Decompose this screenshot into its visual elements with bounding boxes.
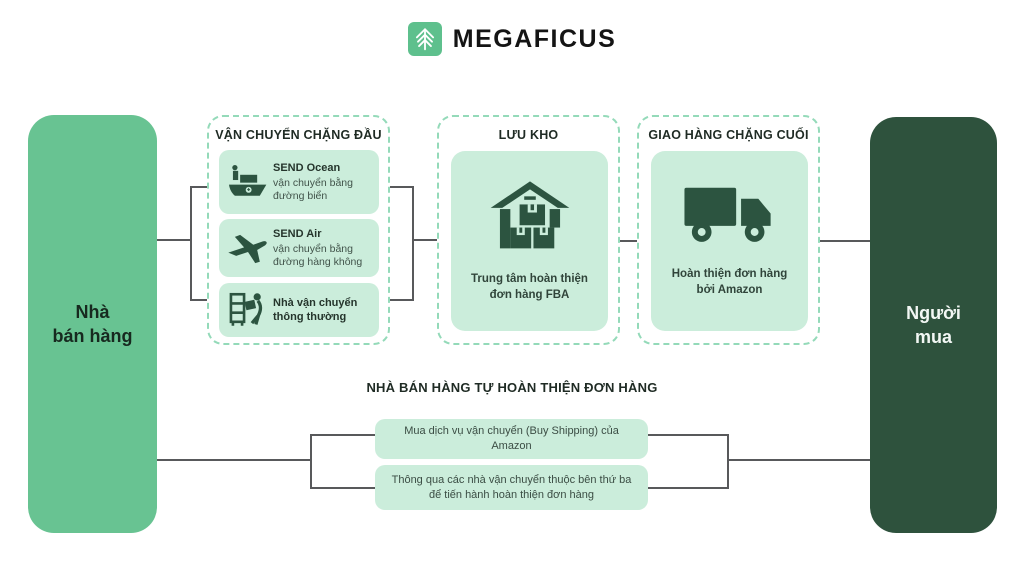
connector-firstleg-branch-bottom [192,299,207,301]
stage-warehouse-title: LƯU KHO [498,128,559,142]
connector-firstleg-merge-vertical [412,186,414,301]
mover-icon [223,290,273,330]
last-mile-card: Hoàn thiện đơn hàng bởi Amazon [651,151,808,331]
connector-firstleg-to-warehouse [414,239,437,241]
connector-selffulfill-left-top [312,434,375,436]
buyer-label-line2: mua [914,327,952,347]
seller-node: Nhà bán hàng [28,115,157,533]
buyer-node: Người mua [870,117,997,533]
first-leg-item-send-ocean: SEND Ocean vận chuyển bằng đường biển [219,150,379,214]
fir-tree-icon [407,22,442,56]
connector-seller-to-firstleg [157,239,191,241]
seller-label-line1: Nhà [75,301,110,322]
connector-firstleg-out-bottom [390,299,412,301]
last-mile-caption: Hoàn thiện đơn hàng bởi Amazon [671,267,788,296]
leg-item-title: SEND Ocean [273,162,341,175]
connector-firstleg-branch-vertical [190,186,192,301]
connector-firstleg-out-top [390,186,412,188]
leg-item-title: SEND Air [273,228,322,241]
airplane-icon [223,230,273,266]
connector-selffulfill-right-vertical [727,434,729,489]
self-fulfillment-title: NHÀ BÁN HÀNG TỰ HOÀN THIỆN ĐƠN HÀNG [366,380,658,395]
stage-warehouse: LƯU KHO Trung [437,115,620,345]
stage-last-mile: GIAO HÀNG CHẶNG CUỐI Hoàn thiện đơn hàng… [637,115,820,345]
connector-seller-to-selffulfill [157,459,310,461]
buyer-label-line1: Người [906,302,961,323]
connector-selffulfill-right-bottom [648,487,727,489]
brand-name: MEGAFICUS [452,24,617,53]
first-leg-item-send-air: SEND Air vận chuyển bằng đường hàng khôn… [219,219,379,277]
first-leg-item-regular-carrier: Nhà vận chuyển thông thường [219,283,379,337]
leg-item-subtitle: vận chuyển bằng đường biển [273,176,353,202]
connector-selffulfill-left-bottom [312,487,375,489]
warehouse-card: Trung tâm hoàn thiện đơn hàng FBA [451,151,608,331]
self-fulfillment-option-buy-shipping: Mua dịch vụ vận chuyển (Buy Shipping) củ… [375,419,648,459]
leg-item-subtitle: vận chuyển bằng đường hàng không [273,242,363,268]
cargo-ship-icon [223,163,273,201]
connector-selffulfill-to-buyer [729,459,870,461]
brand-logo: MEGAFICUS [0,22,1024,56]
warehouse-icon [488,179,572,258]
connector-selffulfill-right-top [648,434,727,436]
self-fulfillment-option-third-party: Thông qua các nhà vận chuyển thuộc bên t… [375,465,648,510]
leg-item-title: Nhà vận chuyển thông thường [273,296,358,323]
connector-lastmile-to-buyer [820,240,870,242]
stage-first-leg-title: VẬN CHUYỂN CHẶNG ĐẦU [215,128,382,142]
stage-last-mile-title: GIAO HÀNG CHẶNG CUỐI [648,128,809,142]
seller-label-line2: bán hàng [52,326,133,346]
connector-firstleg-branch-top [192,186,207,188]
warehouse-caption: Trung tâm hoàn thiện đơn hàng FBA [471,272,588,301]
connector-selffulfill-left-vertical [310,434,312,489]
stage-first-leg: VẬN CHUYỂN CHẶNG ĐẦU SEND Ocean vận chuy… [207,115,390,345]
delivery-truck-icon [682,184,778,253]
connector-warehouse-to-lastmile [620,240,637,242]
